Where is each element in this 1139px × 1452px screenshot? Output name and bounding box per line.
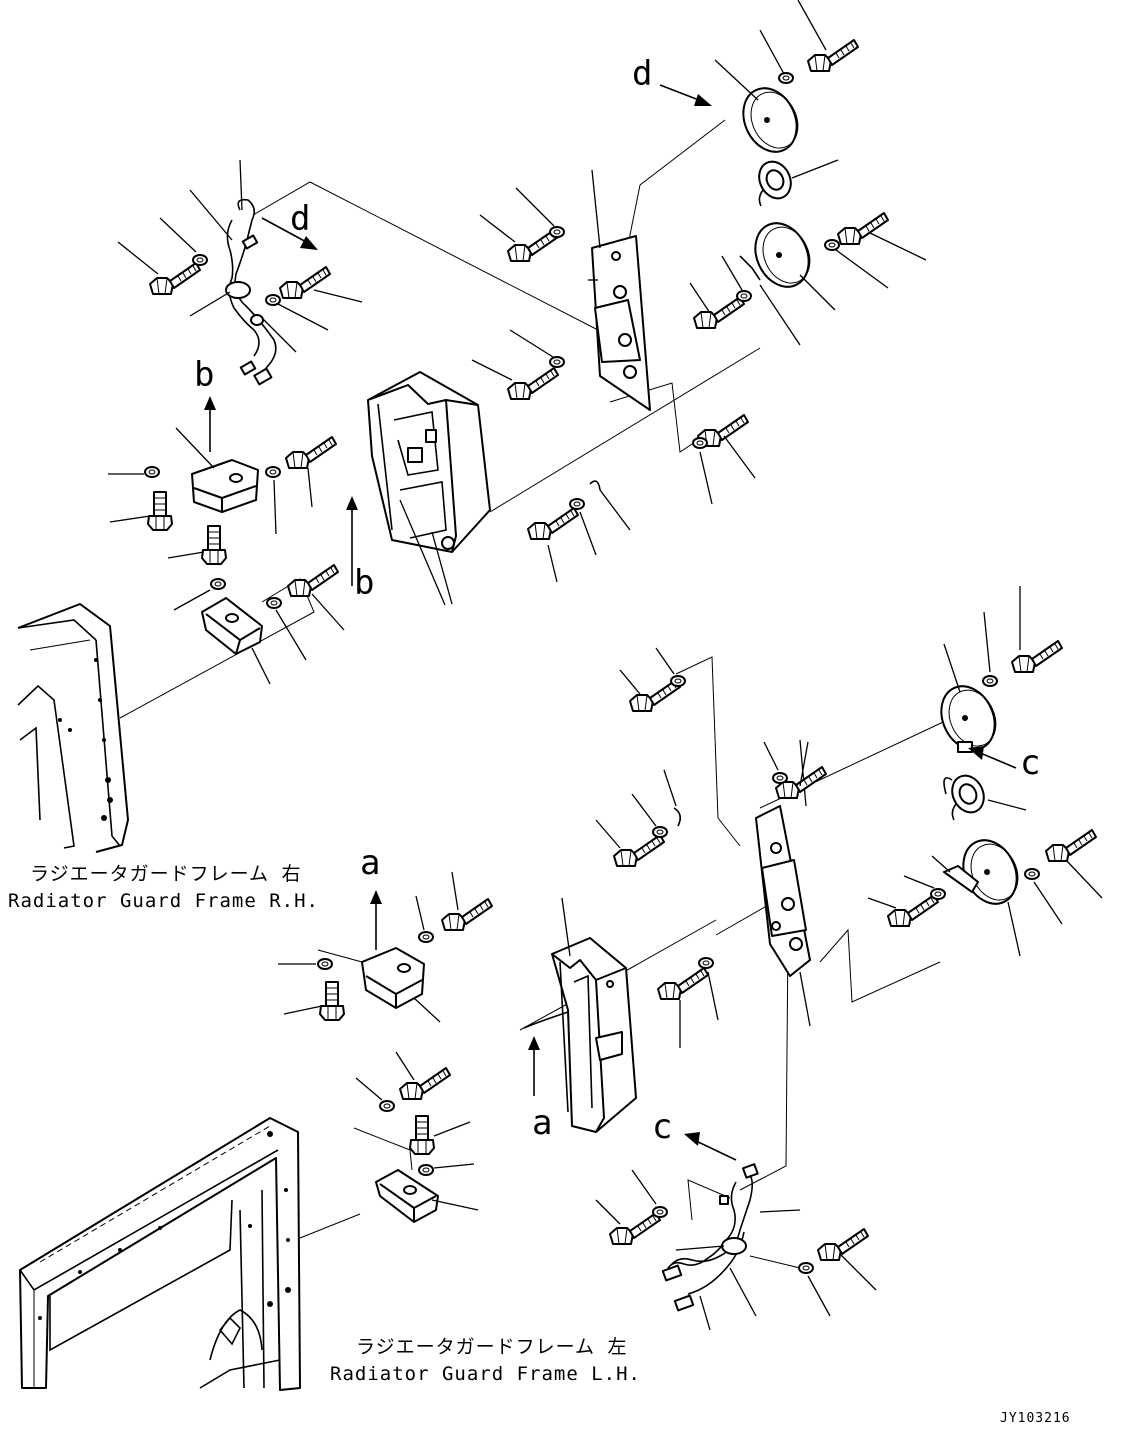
lh-frame-label-jp: ラジエータガードフレーム 左: [356, 1336, 628, 1358]
washer: [317, 958, 333, 970]
lower-lamp-housing: [523, 897, 637, 1133]
lower-mounting-plate: [755, 739, 811, 1027]
lower-front-lamp: [931, 830, 1028, 957]
bracket-a-upper: [361, 947, 441, 1023]
bolt: [1045, 829, 1097, 862]
upper-mounting-plate: [588, 169, 651, 411]
washer: [1024, 868, 1040, 880]
bolt: [837, 212, 889, 245]
washer: [772, 772, 788, 784]
upper-rear-lamp: [714, 59, 808, 162]
washer: [652, 1206, 668, 1218]
lower-wiring-harness: [661, 1163, 801, 1331]
upper-lamp-housing: [367, 371, 491, 606]
bolt: [887, 894, 939, 927]
bracket-b-upper: [175, 427, 259, 513]
washer: [379, 1100, 395, 1112]
callout-arrow-d: [261, 217, 318, 250]
radiator-guard-frame-rh: [17, 603, 129, 853]
washer: [778, 72, 794, 84]
washer: [549, 356, 565, 368]
callout-arrow-b: [204, 396, 216, 452]
washer: [698, 957, 714, 969]
rh-frame-label-en: Radiator Guard Frame R.H.: [8, 890, 319, 912]
callout-label-c-lower: c: [652, 1107, 672, 1147]
bolt: [147, 491, 173, 531]
washer: [192, 254, 208, 266]
bolt: [409, 1115, 435, 1155]
bolt: [527, 507, 579, 540]
washer: [144, 466, 160, 478]
washer: [265, 466, 281, 478]
bracket-a-lower: [375, 1169, 479, 1223]
lower-rear-lamp: [930, 643, 1006, 760]
bolt: [399, 1067, 451, 1100]
callout-arrow-b: [346, 496, 358, 586]
bolt: [807, 39, 859, 72]
lower-lamp-socket: [943, 769, 1027, 821]
bolt: [693, 296, 745, 329]
washer: [418, 1164, 434, 1176]
upper-wiring-harness: [189, 159, 297, 386]
washer: [265, 294, 281, 306]
lh-frame-label-en: Radiator Guard Frame L.H.: [330, 1363, 641, 1385]
callout-label-b-upper: b: [194, 355, 214, 395]
callout-arrow-c: [968, 746, 1017, 769]
callout-label-d-top: d: [632, 54, 652, 94]
washer: [798, 1262, 814, 1274]
washer: [266, 597, 282, 609]
bolt: [149, 262, 201, 295]
callout-label-c-right: c: [1020, 743, 1040, 783]
bolt: [441, 898, 493, 931]
callout-arrow-a: [528, 1036, 540, 1096]
washer: [652, 826, 668, 838]
bolt: [507, 367, 559, 400]
callout-label-d-left: d: [290, 199, 310, 239]
washer: [418, 931, 434, 943]
bolt: [285, 436, 337, 469]
radiator-guard-frame-lh: [19, 1117, 301, 1391]
bolt: [279, 266, 331, 299]
bolt: [613, 834, 665, 867]
washer: [549, 226, 565, 238]
callout-label-a-lower: a: [532, 1103, 552, 1143]
callout-arrow-a: [370, 890, 382, 950]
rh-frame-label-jp: ラジエータガードフレーム 右: [30, 863, 302, 885]
washer: [736, 290, 752, 302]
washer: [569, 498, 585, 510]
drawing-code: JY103216: [1000, 1411, 1071, 1426]
callout-arrow-c: [684, 1132, 737, 1161]
callout-arrow-d: [659, 84, 712, 106]
callout-label-b-lower: b: [354, 563, 374, 603]
washer: [692, 437, 708, 449]
bolt: [657, 967, 709, 1000]
washer: [982, 675, 998, 687]
bolt: [609, 1212, 661, 1245]
washer: [210, 578, 226, 590]
washer: [670, 675, 686, 687]
bolt: [817, 1228, 869, 1261]
bolt: [201, 525, 227, 565]
bracket-b-lower: [201, 597, 271, 685]
upper-front-lamp: [744, 213, 836, 311]
bolt: [319, 981, 345, 1021]
upper-lamp-socket: [752, 155, 839, 207]
washer: [824, 239, 840, 251]
washer: [930, 888, 946, 900]
callout-label-a-upper: a: [360, 843, 380, 883]
bolt: [287, 564, 339, 597]
